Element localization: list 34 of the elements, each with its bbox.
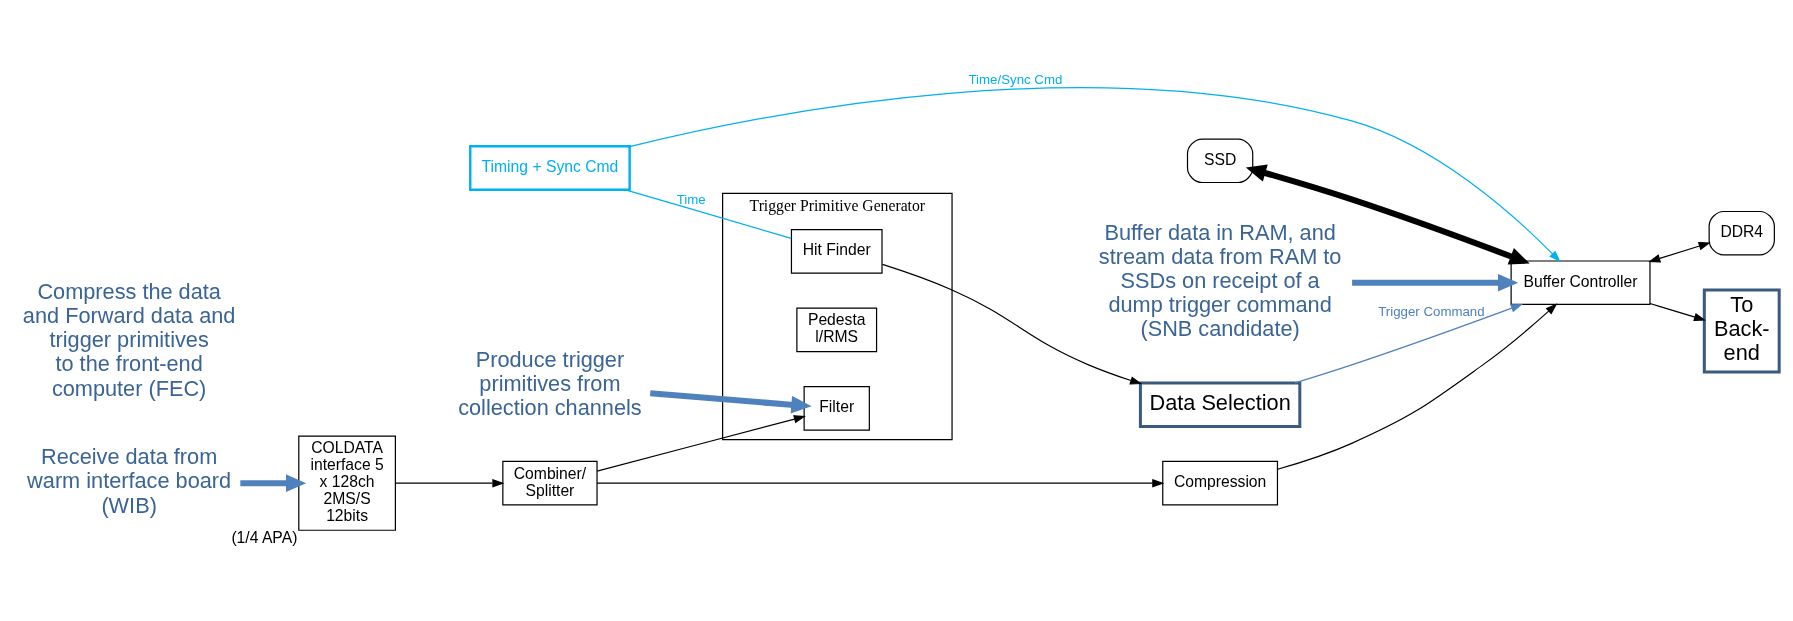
node-box: Buffer Controller — [1510, 260, 1651, 306]
node-label: (1/4 APA) — [231, 528, 298, 546]
node-box: To Back- end — [1702, 288, 1781, 374]
arrow — [881, 263, 1143, 385]
node-text: Buffer data in RAM, and stream data from RAM to SSDs on receipt of a dump trigger command (SNB candidate) — [1098, 219, 1342, 342]
arrow — [596, 478, 1165, 488]
node-box: COLDATA interface 5 x 128ch 2MS/S 12bits — [298, 435, 396, 531]
node-box: Hit Finder — [790, 229, 883, 274]
node-box: Filter — [803, 385, 870, 431]
arrow — [395, 478, 505, 488]
node-box: Combiner/ Splitter — [502, 460, 598, 506]
node-box: DDR4 — [1708, 210, 1775, 256]
node-text: Receive data from warm interface board (WIB) — [27, 444, 232, 518]
node-box: Compression — [1162, 460, 1279, 506]
node-box: Data Selection — [1138, 381, 1302, 428]
arrow — [240, 474, 307, 492]
edge-label: Time/Sync Cmd — [968, 72, 1063, 88]
node-text: Compress the data and Forward data and trigger primitives to the front-end computer (FEC) — [22, 278, 236, 401]
node-box: Pedesta l/RMS — [796, 307, 878, 353]
edge-label: Trigger Command — [1378, 304, 1485, 320]
node-text: Produce trigger primitives from collection channels — [458, 346, 642, 420]
node-box: Timing + Sync Cmd — [469, 145, 631, 191]
arrow — [1649, 302, 1707, 322]
arrow — [649, 390, 812, 414]
node-box: SSD — [1186, 138, 1254, 184]
arrow — [1277, 303, 1558, 470]
connector — [624, 189, 792, 239]
arrow — [1245, 164, 1530, 265]
edge-label: Time — [676, 192, 706, 207]
arrow — [629, 87, 1561, 263]
arrow — [1352, 273, 1519, 292]
arrow — [1294, 304, 1523, 384]
arrow — [596, 415, 806, 472]
arrow — [1648, 242, 1711, 263]
